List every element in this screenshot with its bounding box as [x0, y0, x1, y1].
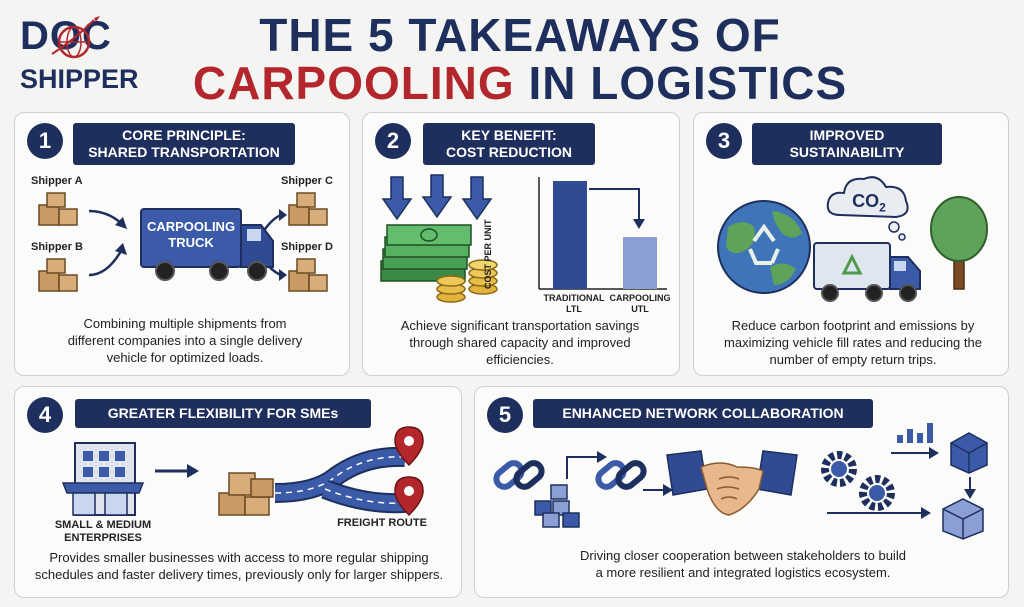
- bar1-label: TRADITIONAL LTL: [539, 293, 609, 315]
- description-line2: a more resilient and integrated logistic…: [595, 565, 891, 580]
- heading-line1: IMPROVED: [809, 127, 885, 143]
- heading-line1: KEY BENEFIT:: [461, 127, 557, 143]
- logo-text-shipper: SHIPPER: [20, 64, 139, 94]
- bar2-label-line1: CARPOOLING: [609, 293, 671, 303]
- card-number: 4: [27, 397, 63, 433]
- co2-label: CO2: [840, 191, 898, 215]
- shipper-a-label: Shipper A: [31, 175, 83, 187]
- cost-bar-chart: [538, 177, 667, 290]
- storefront-icon: [61, 442, 145, 516]
- freight-route-label: FREIGHT ROUTE: [337, 517, 427, 529]
- card-number: 2: [375, 123, 411, 159]
- card-cost-reduction: 2 KEY BENEFIT: COST REDUCTION COST PER U…: [362, 112, 680, 376]
- heading-line2: SHARED TRANSPORTATION: [88, 144, 280, 160]
- title-highlight: CARPOOLING: [192, 57, 515, 109]
- card-description: Driving closer cooperation between stake…: [495, 547, 991, 581]
- title-rest: IN LOGISTICS: [528, 57, 848, 109]
- sme-label: SMALL & MEDIUM ENTERPRISES: [43, 519, 163, 545]
- money-stack-icon: [380, 224, 498, 303]
- card-description: Provides smaller businesses with access …: [27, 549, 451, 583]
- boxes-icon-c: [288, 192, 328, 226]
- globe-plane-icon: [51, 16, 100, 59]
- card-heading: CORE PRINCIPLE: SHARED TRANSPORTATION: [73, 123, 295, 165]
- truck-label-line1: CARPOOLING: [146, 219, 236, 234]
- gears-icon: [821, 451, 895, 511]
- co2-text: CO: [852, 191, 880, 211]
- bar2-label-line2: UTL: [631, 304, 649, 314]
- shipper-b-label: Shipper B: [31, 241, 83, 253]
- docshipper-logo[interactable]: DOC SHIPPER: [20, 8, 150, 100]
- card-heading: KEY BENEFIT: COST REDUCTION: [423, 123, 595, 165]
- heading-line1: CORE PRINCIPLE:: [122, 127, 246, 143]
- globe-recycle-icon: [717, 200, 811, 294]
- card-number: 1: [27, 123, 63, 159]
- handshake-icon: [666, 450, 798, 516]
- shipper-c-label: Shipper C: [281, 175, 333, 187]
- flow-arrow-down-icon: [964, 477, 976, 499]
- truck-label: CARPOOLING TRUCK: [141, 219, 241, 251]
- box-icon-bottom: [942, 498, 984, 540]
- card-heading: ENHANCED NETWORK COLLABORATION: [533, 399, 873, 428]
- box-icon-top: [950, 432, 988, 474]
- flow-arrow-left-icon: [566, 451, 607, 479]
- bar1-label-line1: TRADITIONAL: [543, 293, 605, 303]
- boxes-icon-a: [38, 192, 78, 226]
- boxes-icon-b: [38, 258, 78, 292]
- card-core-principle: 1 CORE PRINCIPLE: SHARED TRANSPORTATION …: [14, 112, 350, 376]
- card-description: Reduce carbon footprint and emissions by…: [724, 318, 982, 367]
- co2-subscript: 2: [879, 200, 886, 215]
- boxes-icon-d: [288, 258, 328, 292]
- carpooling-truck-icon: [140, 208, 274, 281]
- card-number: 3: [706, 123, 742, 159]
- bar-graph-icon: [897, 423, 933, 443]
- bar-traditional-ltl: [553, 181, 587, 289]
- bar2-label: CARPOOLING UTL: [605, 293, 675, 315]
- card-description: Combining multiple shipments from differ…: [67, 316, 303, 365]
- chain-link-icon-2: [595, 460, 647, 490]
- freight-route-icon: [218, 426, 424, 517]
- sme-label-line2: ENTERPRISES: [64, 532, 142, 544]
- truck-label-line2: TRUCK: [168, 235, 214, 250]
- card-flexibility: 4 GREATER FLEXIBILITY FOR SMEs SMALL & M…: [14, 386, 462, 598]
- card-network-collaboration: 5 ENHANCED NETWORK COLLABORATION: [474, 386, 1009, 598]
- shipper-d-label: Shipper D: [281, 241, 333, 253]
- page-title-line1: THE 5 TAKEAWAYS OF: [259, 9, 781, 61]
- down-arrows-icon: [381, 174, 493, 221]
- card-sustainability: 3 IMPROVED SUSTAINABILITY CO2 Reduce car…: [693, 112, 1009, 376]
- arrows-in-icon: [88, 209, 127, 277]
- sme-label-line1: SMALL & MEDIUM: [54, 519, 152, 531]
- description-line1: Provides smaller businesses with access …: [49, 550, 429, 565]
- heading-line2: COST REDUCTION: [446, 144, 572, 160]
- blocks-icon: [534, 484, 580, 528]
- card-number: 5: [487, 397, 523, 433]
- card-heading: GREATER FLEXIBILITY FOR SMEs: [75, 399, 371, 428]
- bar1-label-line2: LTL: [566, 304, 582, 314]
- card-description: Achieve significant transportation savin…: [400, 318, 640, 367]
- flow-arrow-mid-icon: [643, 484, 673, 496]
- description-line1: Driving closer cooperation between stake…: [580, 548, 906, 563]
- arrow-right-icon: [155, 464, 199, 478]
- card-heading: IMPROVED SUSTAINABILITY: [752, 123, 942, 165]
- tree-icon: [930, 196, 988, 290]
- heading-line2: SUSTAINABILITY: [789, 144, 905, 160]
- co2-cloud-icon: [826, 176, 909, 241]
- y-axis-label: COST PER UNIT: [483, 219, 493, 289]
- flow-arrows-right-icon: [827, 447, 939, 519]
- recycle-truck-icon: [813, 242, 921, 302]
- bar-carpooling-utl: [623, 237, 657, 289]
- description-line2: schedules and faster delivery times, pre…: [34, 567, 444, 582]
- chain-link-icon: [493, 460, 545, 490]
- page-title-line2: CARPOOLING IN LOGISTICS: [180, 56, 860, 110]
